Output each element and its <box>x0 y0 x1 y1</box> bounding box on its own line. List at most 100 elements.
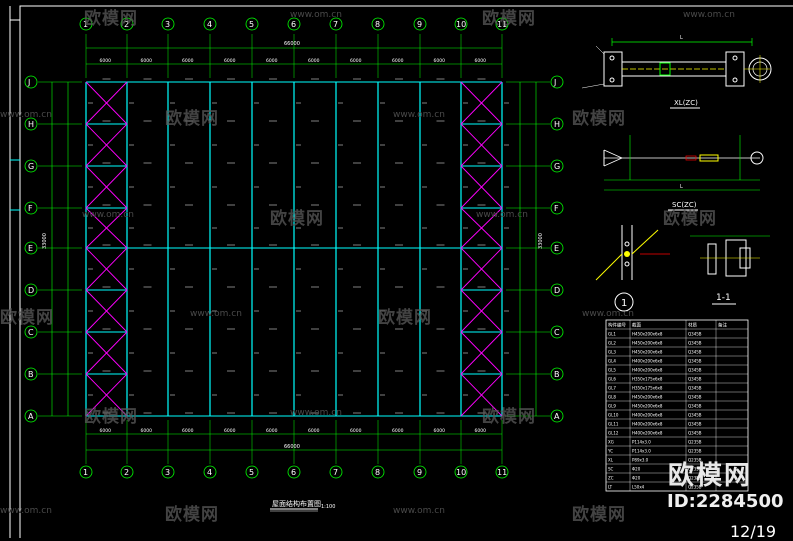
table-cell: H400x200x6x8 <box>632 431 663 436</box>
watermark-logo: 欧模网 <box>84 9 138 29</box>
detail-sc: L <box>603 135 764 191</box>
axis-label: 11 <box>497 468 507 477</box>
axis-bubble <box>495 17 509 31</box>
bracing-line <box>85 331 128 375</box>
axis-bubble <box>550 117 564 131</box>
axis-label: D <box>28 286 34 295</box>
table-cell: Q345B <box>688 341 702 346</box>
axis-label: 5 <box>249 20 254 29</box>
table-cell: GL4 <box>608 359 616 364</box>
table-cell: Φ20 <box>632 467 641 472</box>
table-cell: P114x3.0 <box>632 449 651 454</box>
axis-bubble <box>550 241 564 255</box>
bay-dimension: 6000 <box>434 58 446 64</box>
axis-bubble <box>24 325 38 339</box>
watermark-url: www.om.cn <box>0 506 52 516</box>
plan-scale: 1:100 <box>321 504 335 510</box>
axis-bubble <box>550 201 564 215</box>
axis-label: D <box>554 286 560 295</box>
table-cell: Q345B <box>688 431 702 436</box>
bay-dimension: 6000 <box>350 428 362 434</box>
axis-bubble <box>550 325 564 339</box>
svg-text:L: L <box>680 35 683 41</box>
table-cell: Q345B <box>688 422 702 427</box>
bay-dimension: 6000 <box>224 58 236 64</box>
brand-id: ID:2284500 <box>667 491 784 512</box>
bay-dimension: 6000 <box>100 428 112 434</box>
axis-bubble <box>454 465 468 479</box>
table-header-cell: 备注 <box>718 322 727 329</box>
axis-bubble <box>24 409 38 423</box>
table-cell: H400x200x6x8 <box>632 368 663 373</box>
table-cell: H400x200x6x8 <box>632 422 663 427</box>
axis-label: 6 <box>291 20 296 29</box>
page-number: 12/19 <box>730 522 777 541</box>
table-cell: XG <box>608 440 614 445</box>
table-cell: ZC <box>608 476 614 481</box>
axis-bubble <box>79 465 93 479</box>
overall-length-label: 66000 <box>284 444 300 450</box>
axis-label: A <box>28 412 34 421</box>
bay-dimension: 6000 <box>266 58 278 64</box>
axis-bubble <box>161 465 175 479</box>
axis-bubble <box>79 17 93 31</box>
bracing-line <box>85 207 128 249</box>
bay-dimension: 6000 <box>182 58 194 64</box>
table-cell: Φ20 <box>632 476 641 481</box>
axis-bubble <box>245 17 259 31</box>
overall-width-label: 33000 <box>538 233 544 249</box>
overall-width-label: 33000 <box>42 233 48 249</box>
detail-1 <box>595 225 670 281</box>
table-cell: H400x200x6x8 <box>632 413 663 418</box>
watermark-logo: 欧模网 <box>378 308 432 328</box>
brand-logo: 欧模网 <box>668 461 753 491</box>
table-cell: YC <box>607 449 613 454</box>
axis-bubble <box>413 17 427 31</box>
watermark-url: www.om.cn <box>290 408 342 418</box>
axis-label: J <box>553 78 556 87</box>
axis-label: B <box>28 370 34 379</box>
axis-bubble <box>203 465 217 479</box>
axis-label: G <box>28 162 34 171</box>
axis-bubble <box>24 201 38 215</box>
table-cell: H450x200x6x8 <box>632 332 663 337</box>
bay-dimension: 6000 <box>308 58 320 64</box>
table-cell: SC <box>608 467 614 472</box>
axis-bubble <box>550 367 564 381</box>
axis-bubble <box>120 465 134 479</box>
axis-bubble <box>24 367 38 381</box>
table-header-cell: 材质 <box>688 322 697 329</box>
axis-label: 4 <box>207 20 212 29</box>
watermark-logo: 欧模网 <box>572 109 626 129</box>
table-cell: P114x3.0 <box>632 440 651 445</box>
table-border <box>605 319 749 492</box>
axis-label: J <box>27 78 30 87</box>
table-cell: Q235B <box>688 467 702 472</box>
axis-label: 11 <box>497 20 507 29</box>
bay-dimension: 6000 <box>266 428 278 434</box>
watermark-logo: 欧模网 <box>270 209 324 229</box>
table-cell: XL <box>608 458 614 463</box>
detail-xl: L <box>581 35 772 89</box>
table-cell: Q345B <box>688 395 702 400</box>
bay-dimension: 6000 <box>475 428 487 434</box>
axis-label: F <box>554 204 559 213</box>
axis-label: 8 <box>375 468 380 477</box>
axis-bubble <box>495 465 509 479</box>
bracing-line <box>85 81 128 125</box>
table-cell: Q345B <box>688 413 702 418</box>
watermark-url: www.om.cn <box>290 10 342 20</box>
watermark-logo: 欧模网 <box>482 407 536 427</box>
axis-bubble <box>24 283 38 297</box>
axis-label: C <box>554 328 560 337</box>
table-cell: Q235B <box>688 458 702 463</box>
bay-dimension: 6000 <box>141 58 153 64</box>
table-cell: GL7 <box>608 386 616 391</box>
detail-1-marker <box>614 292 634 312</box>
bracing-line <box>85 247 128 291</box>
axis-label: 3 <box>165 468 170 477</box>
axis-label: 8 <box>375 20 380 29</box>
axis-bubble <box>371 465 385 479</box>
